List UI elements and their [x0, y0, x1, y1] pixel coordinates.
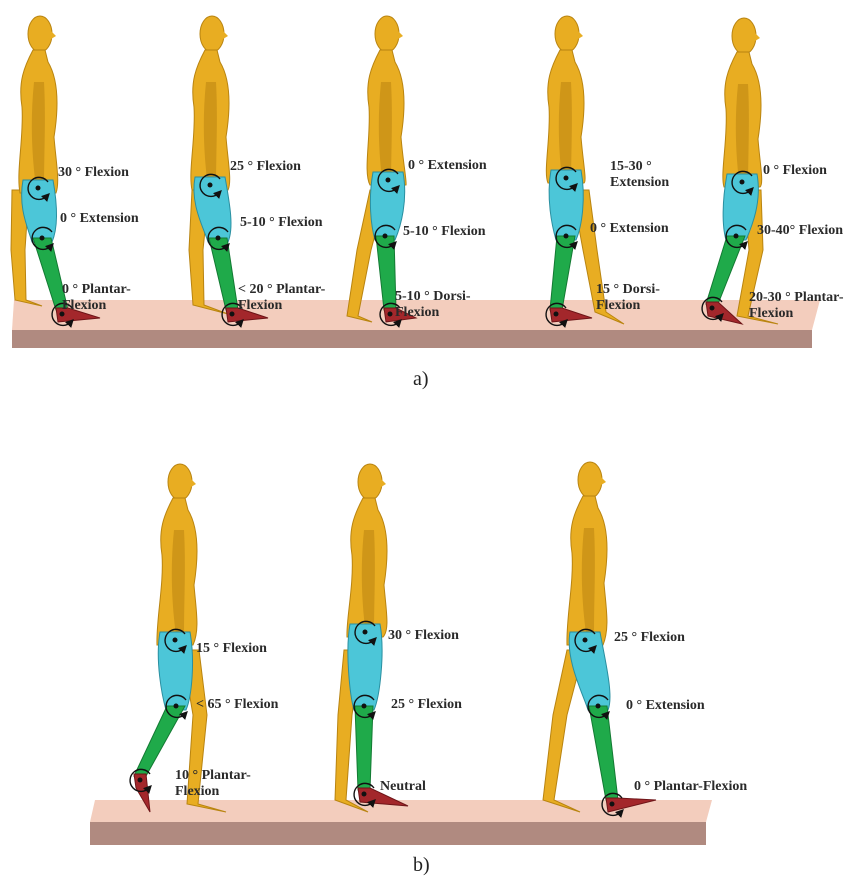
fig-a5-knee-label: 30-40° Flexion [757, 223, 843, 239]
ankle-joint [610, 802, 615, 807]
ankle-joint [710, 306, 715, 311]
nose [397, 30, 403, 39]
head [168, 464, 192, 500]
shank [355, 706, 373, 790]
hip-joint [36, 186, 41, 191]
shank [706, 236, 745, 304]
fig-b1-hip-label: 15 ° Flexion [196, 641, 267, 657]
head [200, 16, 224, 52]
nose [577, 30, 583, 39]
panel-b-caption: b) [413, 854, 430, 877]
fig-b3-hip-label: 25 ° Flexion [614, 630, 685, 646]
nose [600, 476, 606, 485]
knee-joint [216, 236, 221, 241]
fig-a5-ankle-label: 20-30 ° Plantar- Flexion [749, 290, 844, 322]
head [358, 464, 382, 500]
head [555, 16, 579, 52]
fig-a1-hip-label: 30 ° Flexion [58, 165, 129, 181]
fig-a3-knee-label: 5-10 ° Flexion [403, 224, 486, 240]
knee-joint [40, 236, 45, 241]
fig-a4-knee-label: 0 ° Extension [590, 221, 669, 237]
thigh [158, 632, 192, 710]
fig-a2-ankle-label: < 20 ° Plantar- Flexion [238, 282, 325, 314]
fig-a2-knee-label: 5-10 ° Flexion [240, 215, 323, 231]
nose [754, 32, 760, 41]
fig-b1-ankle-label: 10 ° Plantar- Flexion [175, 768, 251, 800]
head [578, 462, 602, 498]
ankle-joint [554, 312, 559, 317]
head [375, 16, 399, 52]
shank [134, 706, 185, 776]
figure-b1 [130, 464, 226, 812]
ankle-joint [388, 312, 393, 317]
thigh [549, 170, 583, 240]
nose [50, 30, 56, 39]
knee-joint [564, 234, 569, 239]
ankle-joint [138, 778, 143, 783]
fig-a1-knee-label: 0 ° Extension [60, 211, 139, 227]
fig-a4-hip-label: 15-30 ° Extension [610, 159, 669, 191]
fig-a2-hip-label: 25 ° Flexion [230, 159, 301, 175]
hip-joint [740, 180, 745, 185]
figure-a3 [347, 16, 416, 325]
ankle-joint [230, 312, 235, 317]
nose [380, 478, 386, 487]
hip-joint [564, 176, 569, 181]
thigh [348, 624, 382, 710]
nose [222, 30, 228, 39]
fig-b2-ankle-label: Neutral [380, 779, 426, 795]
fig-b2-hip-label: 30 ° Flexion [388, 628, 459, 644]
fig-a5-hip-label: 0 ° Flexion [763, 163, 827, 179]
fig-b3-ankle-label: 0 ° Plantar-Flexion [634, 779, 747, 795]
fig-a3-hip-label: 0 ° Extension [408, 158, 487, 174]
hip-joint [208, 183, 213, 188]
ankle-joint [362, 792, 367, 797]
fig-a4-ankle-label: 15 ° Dorsi- Flexion [596, 282, 660, 314]
fig-a3-ankle-label: 5-10 ° Dorsi- Flexion [395, 289, 471, 321]
hip-joint [173, 638, 178, 643]
knee-joint [734, 234, 739, 239]
panel-a-caption: a) [413, 368, 429, 391]
fig-b3-knee-label: 0 ° Extension [626, 698, 705, 714]
knee-joint [362, 704, 367, 709]
head [732, 18, 756, 54]
fig-b1-knee-label: < 65 ° Flexion [196, 697, 278, 713]
knee-joint [174, 704, 179, 709]
knee-joint [596, 704, 601, 709]
head [28, 16, 52, 52]
hip-joint [583, 638, 588, 643]
knee-joint [383, 234, 388, 239]
shank [589, 706, 618, 800]
fig-b2-knee-label: 25 ° Flexion [391, 697, 462, 713]
hip-joint [363, 630, 368, 635]
hip-joint [386, 178, 391, 183]
nose [190, 478, 196, 487]
fig-a1-ankle-label: 0 ° Plantar- Flexion [62, 282, 131, 314]
